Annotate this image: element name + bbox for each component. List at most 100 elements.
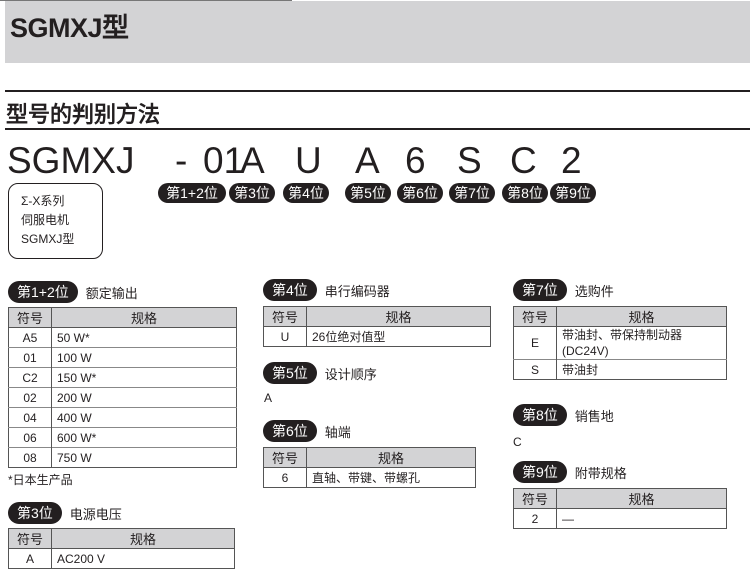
cell-spec: 直轴、带键、带螺孔 <box>306 467 476 488</box>
footnote: *日本生产品 <box>8 473 73 487</box>
section-badge: 第4位 <box>263 279 317 301</box>
cell-code: A <box>8 548 52 569</box>
section-title: 型号的判别方法 <box>6 102 161 127</box>
badge-digit-8: 第8位 <box>502 183 548 203</box>
col-header-code: 符号 <box>513 306 557 327</box>
cell-spec: 100 W <box>51 347 237 368</box>
model-dash: - <box>175 140 188 181</box>
table-header-row: 符号规格 <box>8 528 235 549</box>
section-badge: 第3位 <box>8 502 62 524</box>
col-header-code: 符号 <box>8 307 52 328</box>
badge-digit-9: 第9位 <box>550 183 596 203</box>
col-header-code: 符号 <box>263 306 307 327</box>
section-header-3: 第3位电源电压 <box>8 502 122 524</box>
badge-digit-1-2: 第1+2位 <box>158 183 226 203</box>
model-digit-7: S <box>457 140 482 181</box>
section-badge: 第8位 <box>513 404 567 426</box>
table-header-row: 符号规格 <box>263 306 491 327</box>
header-bar <box>5 1 750 63</box>
col-header-code: 符号 <box>263 447 307 468</box>
cell-spec: 50 W* <box>51 327 237 348</box>
col-header-spec: 规格 <box>556 488 727 509</box>
legend-line: Σ-X系列 <box>21 194 65 208</box>
section-value: A <box>264 391 273 405</box>
section-header-9: 第9位附带规格 <box>513 461 627 483</box>
cell-code: 01 <box>8 347 52 368</box>
top-divider <box>0 0 292 1</box>
model-digit-8: C <box>510 140 537 181</box>
cell-code: 06 <box>8 427 52 448</box>
cell-code: A5 <box>8 327 52 348</box>
badge-digit-7: 第7位 <box>449 183 495 203</box>
section-header-7: 第7位选购件 <box>513 279 614 301</box>
section-header-4: 第4位串行编码器 <box>263 279 390 301</box>
model-digit-4: U <box>295 140 322 181</box>
cell-spec: AC200 V <box>51 548 235 569</box>
model-digit-9: 2 <box>561 140 582 181</box>
section-label: 额定输出 <box>85 285 138 301</box>
section-value: C <box>513 435 522 449</box>
cell-spec: — <box>556 508 727 529</box>
table-header-row: 符号规格 <box>513 488 727 509</box>
section-label: 设计顺序 <box>324 366 377 382</box>
cell-spec: 750 W <box>51 447 237 468</box>
table-row: 2— <box>513 508 727 529</box>
section-badge: 第9位 <box>513 461 567 483</box>
section-header-5: 第5位设计顺序 <box>263 362 377 384</box>
legend-line: 伺服电机 <box>21 213 70 227</box>
page-title: SGMXJ型 <box>10 13 129 43</box>
legend-line: SGMXJ型 <box>21 232 75 246</box>
col-header-code: 符号 <box>513 488 557 509</box>
cell-spec: 26位绝对值型 <box>306 326 491 347</box>
col-header-code: 符号 <box>8 528 52 549</box>
model-digit-6: 6 <box>405 140 426 181</box>
cell-code: 08 <box>8 447 52 468</box>
badge-digit-6: 第6位 <box>397 183 443 203</box>
cell-code: S <box>513 359 557 380</box>
cell-code: 6 <box>263 467 307 488</box>
cell-code: U <box>263 326 307 347</box>
section-header-8: 第8位销售地 <box>513 404 614 426</box>
section-rule-top <box>5 90 750 92</box>
table-header-row: 符号规格 <box>263 447 476 468</box>
section-label: 轴端 <box>324 424 351 440</box>
cell-code: C2 <box>8 367 52 388</box>
section-badge: 第6位 <box>263 420 317 442</box>
cell-spec: 150 W* <box>51 367 237 388</box>
section-header-1-2: 第1+2位额定输出 <box>8 281 138 303</box>
col-header-spec: 规格 <box>51 528 235 549</box>
table-header-row: 符号规格 <box>8 307 237 328</box>
section-label: 附带规格 <box>574 465 627 481</box>
section-rule-bottom <box>5 128 750 130</box>
model-digit-1-2: 01 <box>203 140 245 181</box>
section-header-6: 第6位轴端 <box>263 420 351 442</box>
col-header-spec: 规格 <box>306 447 476 468</box>
badge-digit-4: 第4位 <box>283 183 329 203</box>
cell-spec: 带油封 <box>556 359 727 380</box>
model-digit-5: A <box>355 140 380 181</box>
section-label: 串行编码器 <box>324 283 390 299</box>
section-label: 电源电压 <box>69 506 122 522</box>
cell-code: E <box>513 326 557 360</box>
series-legend-box: Σ-X系列 伺服电机 SGMXJ型 <box>8 183 103 259</box>
cell-code: 04 <box>8 407 52 428</box>
cell-spec: 400 W <box>51 407 237 428</box>
table-header-row: 符号规格 <box>513 306 727 327</box>
